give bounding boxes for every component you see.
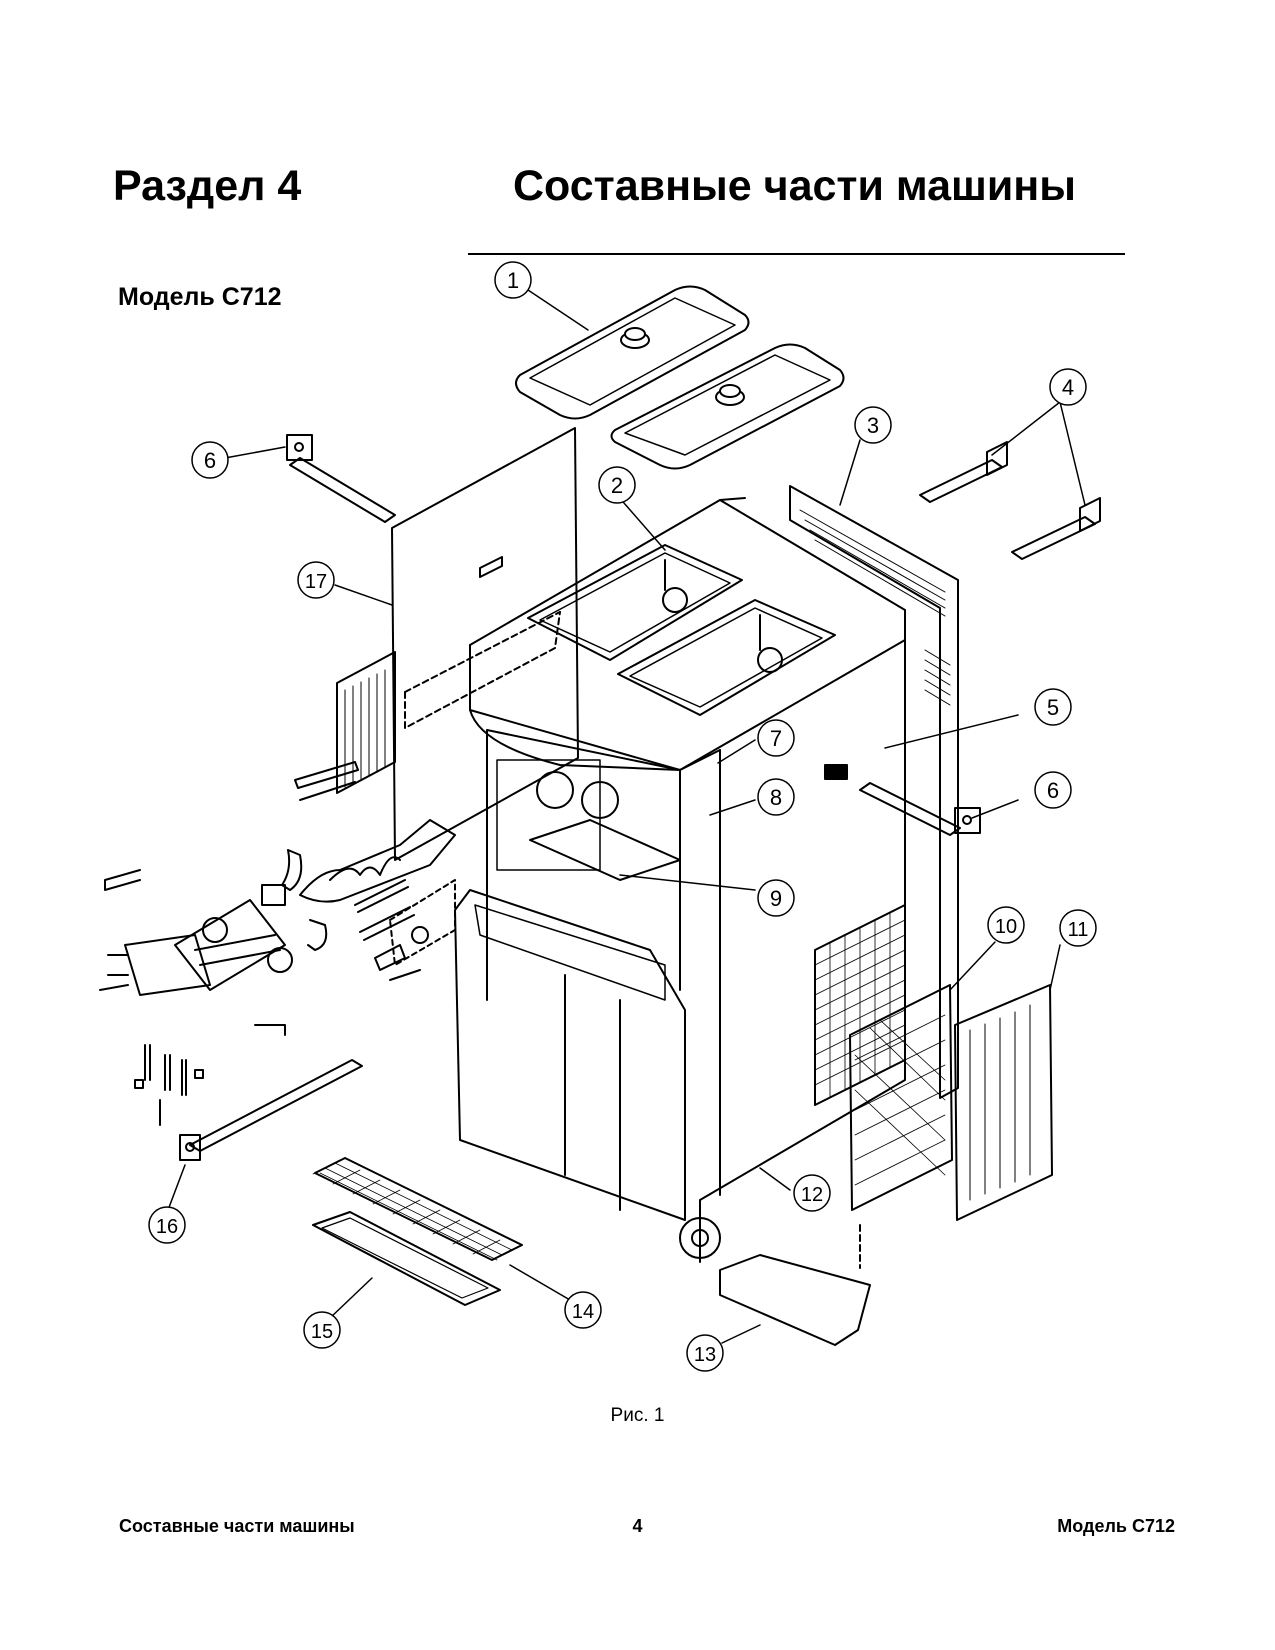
footer-model: Модель C712 (1057, 1516, 1175, 1536)
part-beaters (261, 761, 456, 981)
callout-11: 11 (1059, 909, 1097, 947)
page-number: 4 (632, 1516, 643, 1536)
part-side-panel (391, 427, 579, 861)
svg-text:16: 16 (156, 1216, 178, 1238)
machine-cabinet (454, 497, 906, 1263)
svg-text:12: 12 (801, 1184, 823, 1206)
part-front-grille (954, 984, 1053, 1221)
callout-15: 15 (303, 1311, 341, 1349)
svg-text:7: 7 (770, 726, 782, 751)
part-louver (336, 651, 396, 794)
svg-text:8: 8 (770, 785, 782, 810)
callout-markers: 1 2 3 4 5 6 6 7 8 9 10 11 12 13 14 15 16… (148, 261, 1097, 1372)
title-divider (468, 253, 1125, 255)
part-drip-grate (312, 1157, 523, 1261)
section-title: Составные части машины (513, 162, 1076, 210)
svg-text:6: 6 (204, 448, 216, 473)
svg-text:3: 3 (867, 413, 879, 438)
callout-6-left: 6 (191, 441, 229, 479)
svg-text:15: 15 (311, 1321, 333, 1343)
callout-10: 10 (987, 906, 1025, 944)
part-bottom-shroud (719, 1224, 871, 1346)
callout-8: 8 (757, 778, 795, 816)
callout-2: 2 (598, 466, 636, 504)
callout-17: 17 (297, 561, 335, 599)
callout-3: 3 (854, 406, 892, 444)
figure-caption: Рис. 1 (610, 1405, 665, 1426)
part-brackets (919, 441, 1101, 560)
callout-9: 9 (757, 879, 795, 917)
callout-12: 12 (793, 1174, 831, 1212)
section-label: Раздел 4 (113, 162, 302, 210)
callout-4: 4 (1049, 368, 1087, 406)
part-hopper-lids (515, 285, 845, 470)
callout-1: 1 (494, 261, 532, 299)
callout-16: 16 (148, 1206, 186, 1244)
part-air-filter (849, 984, 953, 1211)
callout-7: 7 (757, 719, 795, 757)
part-drip-tray (312, 1211, 501, 1306)
svg-text:10: 10 (995, 916, 1017, 938)
footer-section-title: Составные части машины (119, 1516, 355, 1536)
model-label: Модель C712 (118, 283, 282, 311)
part-door-assembly (99, 869, 293, 1126)
svg-text:11: 11 (1068, 919, 1089, 941)
svg-text:13: 13 (694, 1344, 716, 1366)
part-drip-bar (179, 1059, 363, 1161)
svg-text:2: 2 (611, 473, 623, 498)
callout-5: 5 (1034, 688, 1072, 726)
part-support-bars (286, 434, 981, 836)
svg-text:17: 17 (305, 571, 327, 593)
callout-6-right: 6 (1034, 771, 1072, 809)
svg-text:6: 6 (1047, 778, 1059, 803)
callout-14: 14 (564, 1291, 602, 1329)
svg-text:1: 1 (507, 268, 519, 293)
callout-13: 13 (686, 1334, 724, 1372)
svg-text:4: 4 (1062, 375, 1074, 400)
part-rear-panel (789, 485, 959, 1099)
svg-text:5: 5 (1047, 695, 1059, 720)
svg-text:14: 14 (572, 1301, 594, 1323)
svg-text:9: 9 (770, 886, 782, 911)
callout-leaders (167, 287, 1086, 1344)
